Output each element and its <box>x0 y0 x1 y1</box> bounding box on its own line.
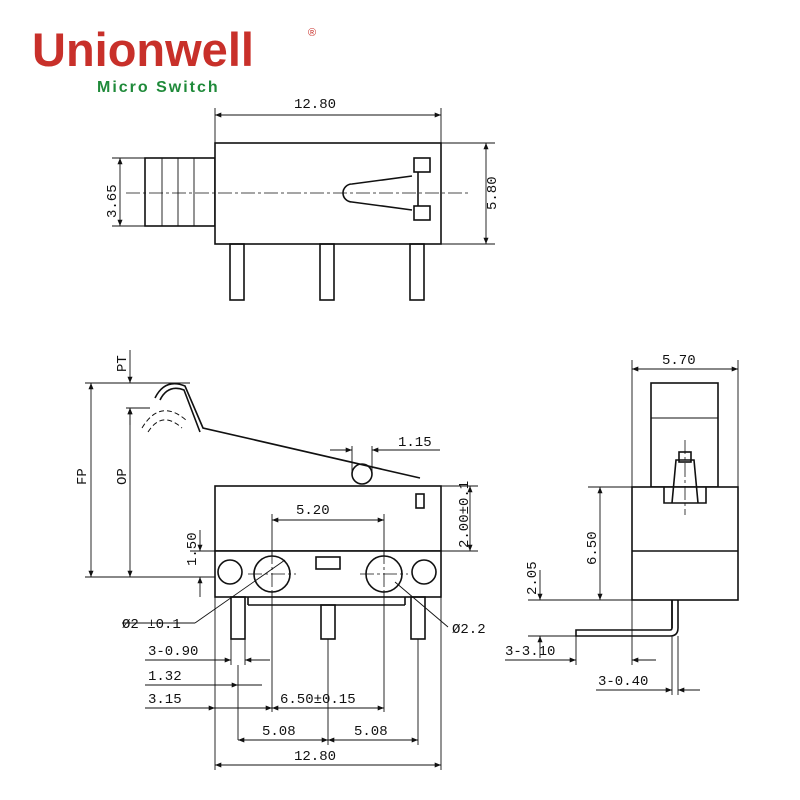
dim-overall-width: 12.80 <box>294 749 336 765</box>
dim-top-height: 5.80 <box>485 176 501 210</box>
brand-tagline: Micro Switch <box>97 79 220 96</box>
label-fp: FP <box>75 468 91 485</box>
dim-side-body-height: 6.50 <box>585 531 601 565</box>
dim-side-hole: Ø2.2 <box>452 622 486 638</box>
dim-pin-pitch-left: 5.08 <box>262 724 296 740</box>
dim-side-pin-thickness: 3-0.40 <box>598 674 648 690</box>
label-pt: PT <box>115 355 131 372</box>
dim-top-width: 12.80 <box>294 97 336 113</box>
dim-pin-offset-a: 1.32 <box>148 669 182 685</box>
dim-base-height: 1.50 <box>185 532 201 566</box>
dim-top-height-tol: 2.00±0.1 <box>457 481 473 548</box>
side-view: 5.70 6.50 2.05 3-3.10 3-0.40 <box>505 353 739 695</box>
dim-hole-pitch: 6.50±0.15 <box>280 692 356 708</box>
top-view: 12.80 5.80 3.65 <box>105 97 501 301</box>
front-view: PT FP OP 1.15 2.00±0.1 5.20 1.50 Ø2 ±0.1… <box>75 350 486 770</box>
brand-name: Unionwell <box>32 23 254 76</box>
dim-pin-width: 3-0.90 <box>148 644 198 660</box>
registered-mark: ® <box>308 27 316 39</box>
dim-lever-offset: 1.15 <box>398 435 432 451</box>
top-body <box>214 142 442 245</box>
dim-side-width: 5.70 <box>662 353 696 369</box>
brand-logo: Unionwell ® Micro Switch <box>32 23 316 96</box>
dim-mount-hole: Ø2 ±0.1 <box>122 617 181 633</box>
dim-pin-offset-b: 3.15 <box>148 692 182 708</box>
top-plunger <box>144 157 216 227</box>
dim-top-plunger: 3.65 <box>105 184 121 218</box>
dim-side-pin-length: 3-3.10 <box>505 644 555 660</box>
dim-hole-spacing: 5.20 <box>296 503 330 519</box>
dim-side-pin-height: 2.05 <box>525 561 541 595</box>
label-op: OP <box>115 468 131 485</box>
dim-pin-pitch-right: 5.08 <box>354 724 388 740</box>
